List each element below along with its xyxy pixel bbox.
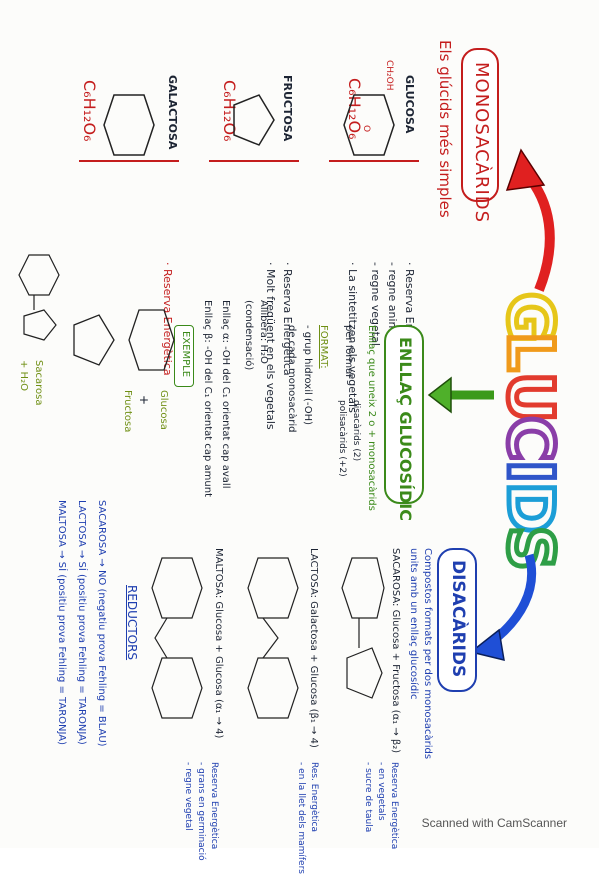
- sacarosa-rings: [341, 557, 385, 699]
- fructosa-name: FRUCTOSA: [281, 75, 294, 142]
- fructosa-bracket: [209, 160, 299, 162]
- enllac-f1: - grup hidroxil (-OH): [302, 325, 313, 426]
- scanned-page: G L U C I D S MONOSACÀRIDS Els glúcids m…: [18, 40, 570, 874]
- enllac-format: FORMAT:: [318, 325, 329, 369]
- title-letter: G: [497, 292, 567, 343]
- title-letter: C: [497, 416, 567, 462]
- enllac-line2a: per formar: [343, 325, 354, 379]
- enllac-line1: Enllaç que uneix 2 o + monosacàrids: [366, 325, 377, 511]
- glucosa-ch2oh: CH₂OH: [384, 60, 394, 91]
- enllac-alfa: Enllaç α: -OH del C₁ orientat cap avall: [220, 300, 231, 489]
- lactosa-rings: [247, 557, 299, 719]
- maltosa-note-2: - grans en germinació: [196, 762, 206, 861]
- exemple-glucosa: Glucosa: [158, 390, 169, 430]
- exemple-fructosa-ring: [73, 314, 115, 366]
- glucosa-bracket: [329, 160, 419, 162]
- disacarids-heading-box: DISACÀRIDS: [437, 548, 477, 692]
- lactosa-note-2: - en la llet dels mamífers: [296, 762, 306, 874]
- enllac-heading: ENLLAÇ GLUCOSÍDIC: [396, 337, 415, 521]
- reductors-heading: REDUCTORS: [125, 585, 139, 661]
- monosacarids-intro: Els glúcids més simples: [436, 40, 454, 218]
- disacarids-intro-2: units amb un enllaç glucosídic: [408, 548, 419, 700]
- title-letter: L: [497, 332, 567, 372]
- reductors-row-2: LACTOSA → SÍ (positiu prova Fehling = TA…: [76, 500, 87, 745]
- monosacarids-heading-box: MONOSACÀRIDS: [461, 48, 499, 223]
- branch-arrows: [427, 148, 555, 661]
- monosacarids-heading: MONOSACÀRIDS: [471, 62, 492, 224]
- arrow-head-red: [505, 148, 546, 191]
- enllac-line2c: polisacàrids (+2): [337, 400, 347, 477]
- enllac-f2: de cada monosacàrid: [286, 325, 297, 433]
- maltosa-rings: [151, 557, 203, 719]
- lactosa-label: LACTOSA: Galactosa + Glucosa (β₁ → 4): [308, 548, 319, 748]
- camscanner-footer: Scanned with CamScanner: [421, 816, 567, 830]
- title-letter: D: [497, 482, 567, 533]
- maltosa-note-3: - regne vegetal: [183, 762, 193, 831]
- reductors-row-3: MALTOSA → SÍ (positiu prova Fehling = TA…: [56, 500, 67, 746]
- maltosa-note-1: Reserva Energètica: [209, 762, 219, 850]
- exemple-fructosa: Fructosa: [122, 390, 133, 433]
- title-glucids: G L U C I D S: [492, 282, 570, 582]
- disacarids-intro-1: Compostos formats per dos monosacàrids: [422, 548, 433, 760]
- fructosa-ring: [233, 94, 275, 146]
- lactosa-note-1: Res. Energètica: [309, 762, 319, 833]
- galactosa-bracket: [79, 160, 179, 162]
- enllac-allibera: Allibera: H₂O: [258, 300, 269, 364]
- galactosa-ring: [103, 94, 155, 156]
- arrow-head-blue: [469, 628, 505, 661]
- rotated-notes-canvas: G L U C I D S MONOSACÀRIDS Els glúcids m…: [18, 40, 570, 874]
- exemple-plus: +: [137, 395, 151, 406]
- sacarosa-note-3: - sucre de taula: [363, 762, 373, 833]
- arrow-to-monosacarids: [523, 171, 555, 292]
- glucosa-ring: O: [343, 94, 395, 156]
- ring-o-label: O: [361, 125, 371, 132]
- exemple-sacarosa: Sacarosa: [33, 360, 44, 406]
- galactosa-name: GALACTOSA: [166, 75, 179, 150]
- exemple-sacarosa-rings: [18, 254, 60, 341]
- enllac-condensacio: (condensació): [243, 300, 254, 371]
- title-letter: U: [497, 372, 567, 422]
- exemple-glucosa-ring: [128, 309, 175, 371]
- disacarids-heading: DISACÀRIDS: [448, 560, 468, 678]
- arrow-to-disacarids: [491, 553, 537, 644]
- arrow-head-green: [427, 376, 452, 414]
- sacarosa-note-1: Reserva Energètica: [389, 762, 399, 850]
- enllac-beta: Enllaç β: -OH del C₁ orientat cap amunt: [202, 300, 213, 498]
- sacarosa-note-2: - en vegetals: [376, 762, 386, 821]
- enllac-line2b: disacàrids (2): [351, 400, 361, 462]
- sacarosa-label: SACAROSA: Glucosa + Fructosa (α₁ → β₂): [390, 548, 401, 754]
- title-letters: G L U C I D S: [492, 290, 570, 574]
- enllac-heading-box: ENLLAÇ GLUCOSÍDIC: [384, 325, 424, 521]
- title-letter: I: [497, 460, 567, 483]
- exemple-water: + H₂O: [18, 360, 29, 391]
- glucosa-name: GLUCOSA: [403, 75, 416, 134]
- exemple-label: EXEMPLE: [180, 331, 191, 378]
- maltosa-label: MALTOSA: Glucosa + Glucosa (α₁ → 4): [213, 548, 224, 739]
- reductors-row-1: SACAROSA → NO (negatiu prova Fehling = B…: [96, 500, 107, 747]
